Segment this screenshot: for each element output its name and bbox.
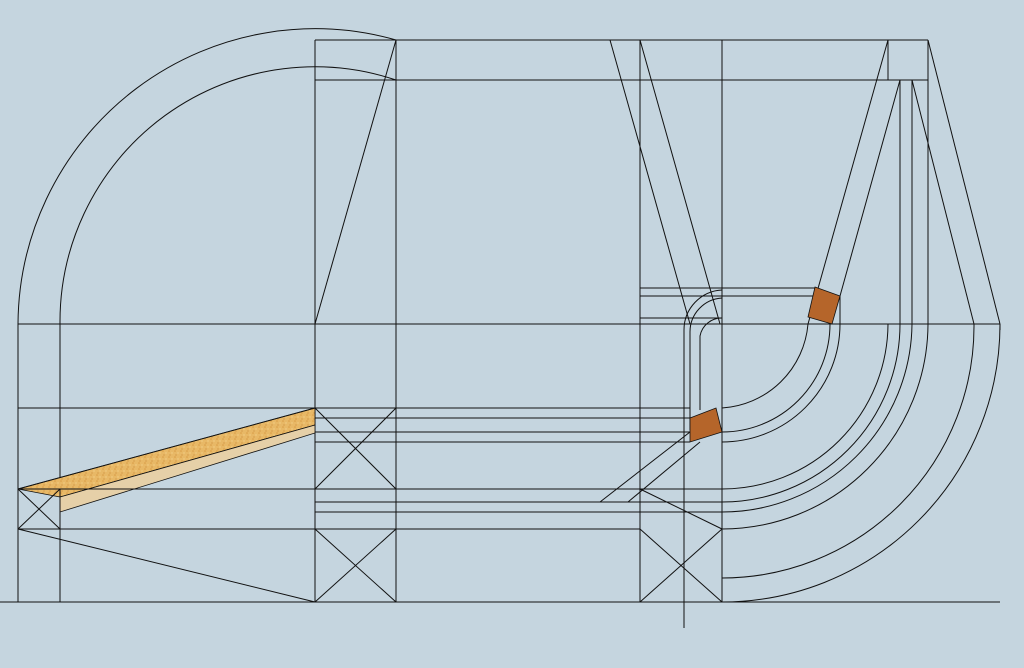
left-curve-outer bbox=[17, 28, 397, 325]
middle-crossed-boxes bbox=[314, 407, 723, 603]
left-end-box bbox=[17, 488, 640, 603]
lower-pier-block bbox=[689, 407, 723, 443]
pier-blocks bbox=[689, 286, 841, 443]
incline-ramp bbox=[17, 407, 316, 513]
upper-diagonals bbox=[314, 39, 913, 325]
inner-loop bbox=[640, 287, 841, 628]
upper-pier-block bbox=[807, 286, 841, 325]
lower-track-lines bbox=[18, 407, 722, 513]
baseboard-frame bbox=[0, 39, 1001, 603]
right-curves bbox=[721, 79, 1001, 603]
